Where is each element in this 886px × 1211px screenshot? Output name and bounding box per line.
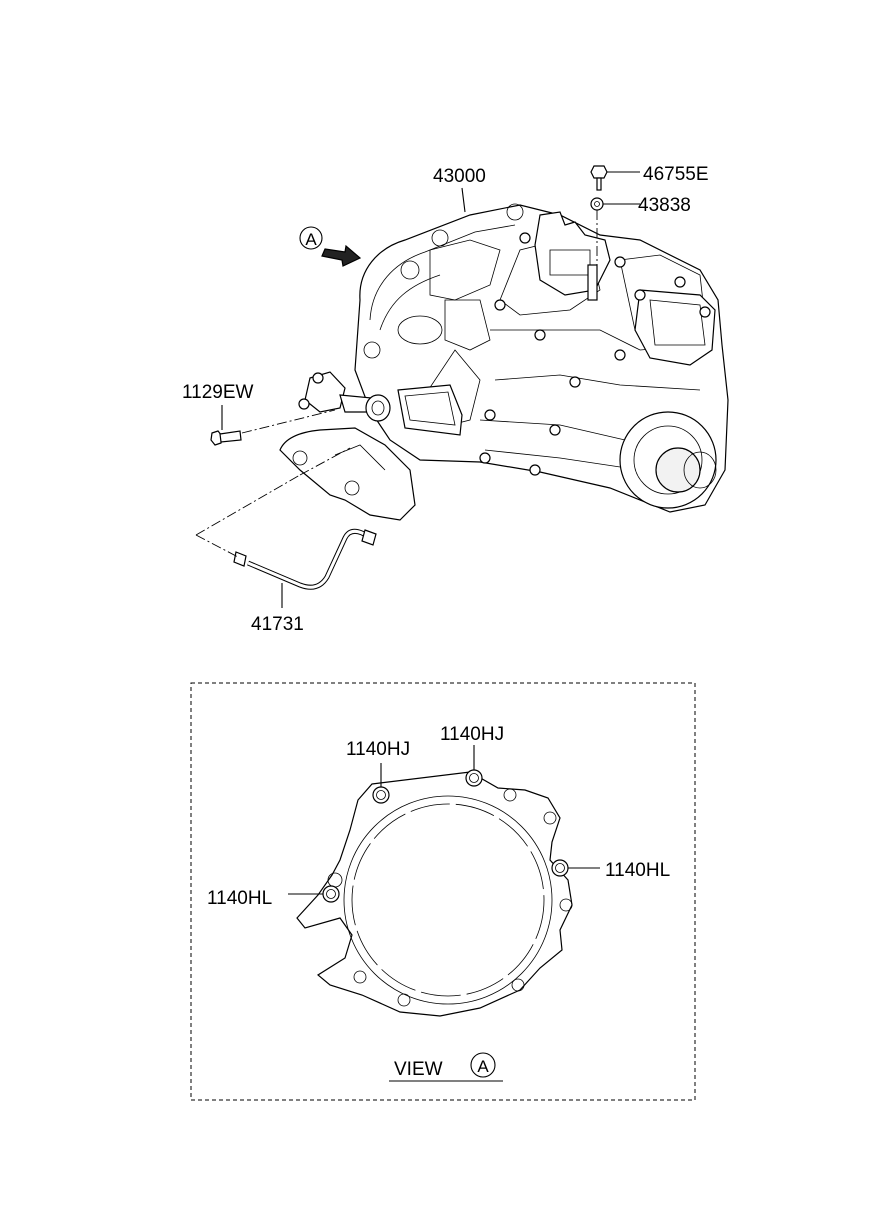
callout-43838: 43838 <box>638 195 691 216</box>
callout-41731: 41731 <box>251 614 304 635</box>
pin-1140hl-left <box>288 885 340 903</box>
view-a-marker-letter: A <box>305 230 317 249</box>
callout-46755e: 46755E <box>643 164 709 185</box>
view-caption-text: VIEW <box>394 1059 443 1080</box>
clutch-pipe-41731 <box>233 528 377 608</box>
dowel-1140hj-right <box>465 745 483 787</box>
left-bolt-1129ew <box>210 405 242 446</box>
dowel-1140hj-left <box>372 763 390 804</box>
callout-1140hj-left: 1140HJ <box>346 739 410 760</box>
callout-43000: 43000 <box>433 166 486 187</box>
callout-1140hl-left: 1140HL <box>207 888 272 909</box>
transaxle-assembly <box>279 203 729 521</box>
view-a-frame <box>190 682 696 1101</box>
callout-1140hl-right: 1140HL <box>605 860 670 881</box>
pin-1140hl-right <box>551 859 600 877</box>
top-bolt-46755e <box>590 165 640 191</box>
bell-housing-flange <box>296 771 573 1017</box>
callout-1129ew: 1129EW <box>182 382 254 403</box>
case-bolts <box>479 232 711 476</box>
view-caption: VIEW A <box>389 1052 503 1082</box>
top-washer-43838 <box>590 197 640 211</box>
callout-1140hj-right: 1140HJ <box>440 724 504 745</box>
view-caption-letter: A <box>477 1057 489 1076</box>
view-a-arrow: A <box>299 226 362 267</box>
